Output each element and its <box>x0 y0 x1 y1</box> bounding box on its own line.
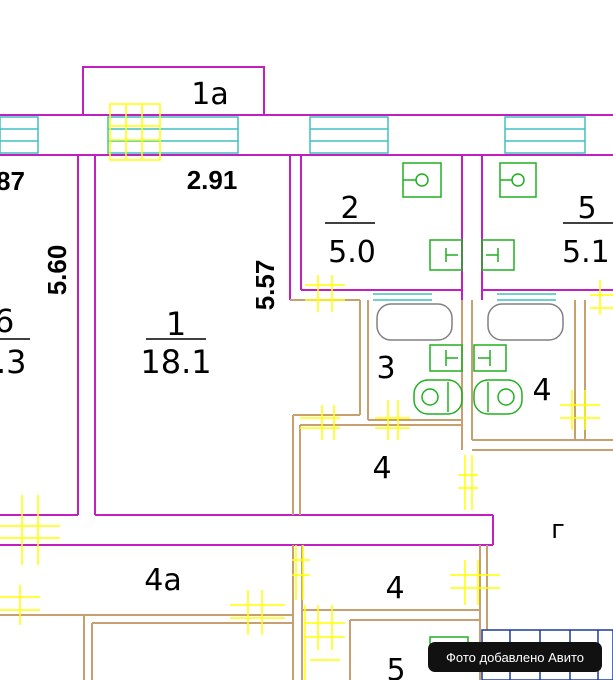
sink-icon <box>429 239 463 271</box>
toilet-bowl-icon <box>421 388 439 406</box>
sink-icon <box>473 344 507 372</box>
room-number-4-hall: 4 <box>372 451 391 486</box>
room-area-1: 18.1 <box>140 343 211 381</box>
toilet-icon <box>473 379 523 415</box>
room-number-4-bath: 4 <box>532 373 551 408</box>
room-number-1: 1 <box>166 305 186 343</box>
room-number-5: 5 <box>577 191 596 226</box>
dimension-left-room-height: 5.60 <box>42 245 72 296</box>
window <box>0 116 39 154</box>
dimension-room1-width: 2.91 <box>187 165 238 195</box>
partition-walls <box>0 299 613 680</box>
plumbing-fixtures <box>402 162 537 668</box>
watermark-text: Фото добавлено Авито <box>446 649 584 665</box>
window <box>107 116 239 154</box>
room-label-1a: 1а <box>191 77 228 112</box>
room-number-4-lower: 4 <box>385 571 404 606</box>
dimension-room1-height: 5.57 <box>250 260 280 311</box>
room-label-4a: 4а <box>144 563 181 598</box>
watermark-badge: Фото добавлено Авито <box>428 642 602 672</box>
room-area-2: 5.0 <box>328 235 376 270</box>
bathtub-icon <box>376 303 453 341</box>
room-area-6: .3 <box>0 343 27 381</box>
main-walls <box>0 155 613 546</box>
sink-icon <box>481 239 515 271</box>
window <box>309 116 389 154</box>
room-number-2: 2 <box>340 191 359 226</box>
bathtub-icon <box>487 303 564 341</box>
sink-icon <box>429 344 463 372</box>
room-number-6: 6 <box>0 302 14 340</box>
room-area-5: 5.1 <box>562 235 610 270</box>
bathtubs <box>376 303 564 341</box>
room-label-g: г <box>551 515 565 545</box>
room-number-5-lower: 5 <box>386 653 405 680</box>
toilet-icon <box>413 379 463 415</box>
window <box>504 116 586 154</box>
stove-burner-icon <box>415 173 429 187</box>
toilet-bowl-icon <box>497 388 515 406</box>
door-marks <box>0 103 613 680</box>
windows <box>0 116 586 301</box>
door-mark <box>109 103 161 161</box>
stove-burner-icon <box>511 173 525 187</box>
dimension-top-left: 87 <box>0 166 25 196</box>
room-number-3: 3 <box>376 351 395 386</box>
